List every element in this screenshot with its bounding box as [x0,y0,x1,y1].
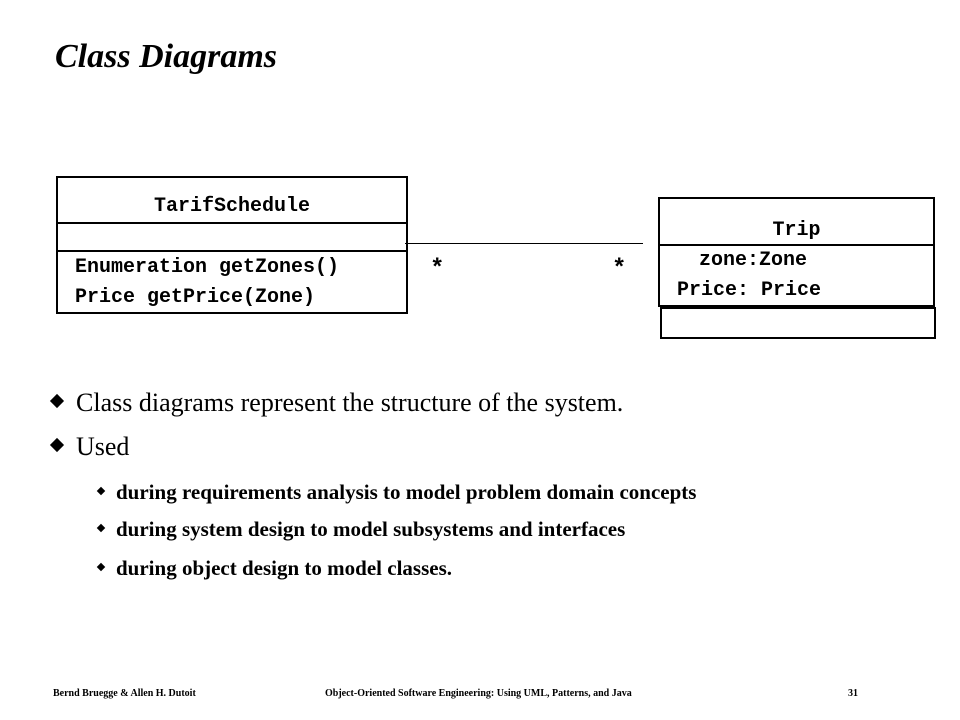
bullet-text: Class diagrams represent the structure o… [76,388,624,417]
footer-page-number: 31 [848,688,858,699]
tarifschedule-attribute-compartment [56,222,408,252]
trip-attribute: zone:Zone [699,249,808,272]
footer-book-title: Object-Oriented Software Engineering: Us… [325,688,632,699]
footer-authors: Bernd Bruegge & Allen H. Dutoit [53,688,196,699]
sub-bullet-item: during system design to model subsystems… [96,517,626,542]
tarifschedule-operation: Price getPrice(Zone) [75,286,316,309]
tarifschedule-name-compartment: TarifSchedule [56,176,408,224]
sub-bullet-text: during system design to model subsystems… [116,517,626,541]
trip-attribute-compartment: zone:Zone Price: Price [658,244,935,307]
trip-class-name: Trip [772,219,821,242]
diamond-bullet-icon [96,523,106,533]
diamond-bullet-icon [96,562,106,572]
diamond-bullet-icon [49,393,65,409]
sub-bullet-item: during requirements analysis to model pr… [96,480,697,505]
right-multiplicity: * [612,256,627,283]
sub-bullet-text: during object design to model classes. [116,556,452,580]
bullet-item: Used [49,432,130,462]
bullet-item: Class diagrams represent the structure o… [49,388,624,418]
trip-attribute: Price: Price [677,279,822,302]
slide-title: Class Diagrams [55,38,277,75]
sub-bullet-item: during object design to model classes. [96,556,452,581]
trip-name-compartment: Trip [658,197,935,246]
association-line [405,243,643,244]
tarifschedule-class-name: TarifSchedule [153,195,311,218]
left-multiplicity: * [430,256,445,283]
bullet-text: Used [76,432,130,461]
tarifschedule-operation-compartment: Enumeration getZones() Price getPrice(Zo… [56,250,408,314]
trip-operation-compartment [660,307,936,339]
diamond-bullet-icon [49,437,65,453]
diamond-bullet-icon [96,486,106,496]
tarifschedule-operation: Enumeration getZones() [75,256,340,279]
sub-bullet-text: during requirements analysis to model pr… [116,480,697,504]
